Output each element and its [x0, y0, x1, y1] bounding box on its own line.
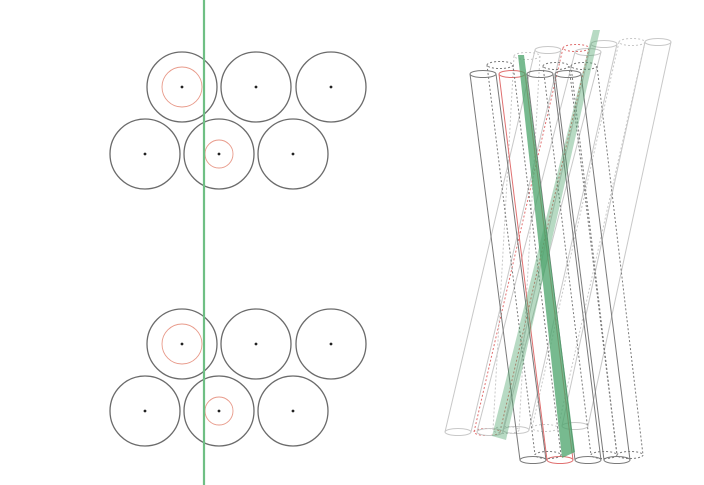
circle-outline	[257, 375, 329, 447]
faint-tube	[476, 48, 602, 436]
packed-circle	[146, 51, 218, 123]
center-dot	[254, 85, 258, 89]
top-circle-group	[109, 51, 367, 190]
green-plane-vertical	[518, 55, 575, 458]
circle-outline	[295, 51, 367, 123]
solid-tube	[469, 70, 547, 464]
solid-tube	[570, 62, 644, 459]
packed-circle	[220, 308, 292, 380]
center-dot	[143, 409, 147, 413]
circle-outline	[146, 308, 218, 380]
circle-outline	[257, 118, 329, 190]
packed-circle	[146, 308, 218, 380]
circle-outline	[220, 51, 292, 123]
highlight-ring	[161, 323, 203, 365]
circle-outline	[109, 375, 181, 447]
center-dot	[217, 152, 221, 156]
center-dot	[291, 409, 295, 413]
circle-outline	[183, 375, 255, 447]
green-cut-planes	[492, 30, 600, 458]
circle-outline	[146, 51, 218, 123]
packed-circle	[257, 375, 329, 447]
solid-tube	[486, 61, 562, 459]
solid-tube	[554, 70, 631, 464]
highlight-ring	[161, 66, 203, 108]
center-dot	[254, 342, 258, 346]
center-dot	[217, 409, 221, 413]
center-dot	[329, 342, 333, 346]
green-plane-diagonal	[492, 30, 600, 440]
circle-outline	[295, 308, 367, 380]
packed-circle	[295, 308, 367, 380]
center-dot	[180, 342, 184, 346]
packed-circle	[295, 51, 367, 123]
center-dot	[291, 152, 295, 156]
packed-circle	[109, 375, 181, 447]
center-dot	[180, 85, 184, 89]
solid-tube	[542, 62, 618, 459]
circle-outline	[220, 308, 292, 380]
bottom-circle-group	[109, 308, 367, 447]
center-dot	[329, 85, 333, 89]
faint-tube	[492, 52, 541, 434]
circle-outline	[109, 118, 181, 190]
faint-tube	[444, 46, 562, 436]
circle-outline	[183, 118, 255, 190]
solid-tube-set	[469, 61, 644, 464]
packed-circle	[109, 118, 181, 190]
packed-circle	[257, 118, 329, 190]
center-dot	[143, 152, 147, 156]
packed-circle	[220, 51, 292, 123]
